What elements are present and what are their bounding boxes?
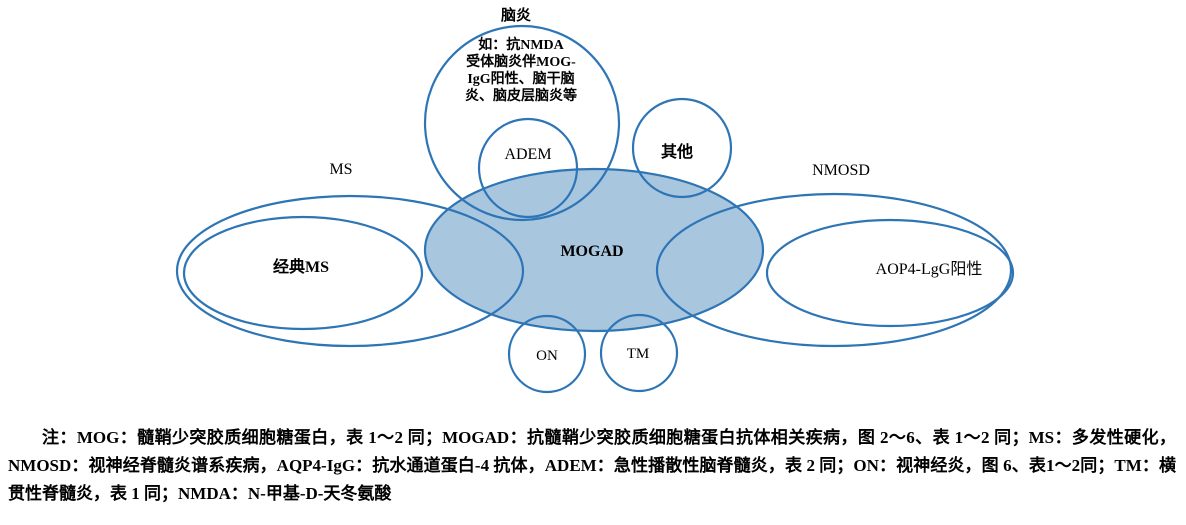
mogad-label: MOGAD [560,243,624,261]
encephalitis-label: 脑炎 [500,7,532,24]
nmosd-outer-ellipse [655,192,1013,348]
mogad-ellipse [423,167,765,333]
tm-circle [599,313,679,393]
other-circle [631,97,733,199]
encephalitis-circle [423,24,621,222]
aqp4-ellipse [765,218,1015,328]
on-label: ON [536,347,558,364]
nmosd-label: NMOSD [812,162,870,180]
ms-outer-ellipse [175,194,525,348]
classic-ms-label: 经典MS [272,259,330,277]
on-circle [507,314,587,394]
aqp4-label: AOP4-LgG阳性 [875,261,983,279]
ms-label: MS [329,161,353,179]
tm-label: TM [626,345,650,362]
other-label: 其他 [660,144,694,162]
adem-circle [477,117,579,219]
encephalitis-detail-text: 如：抗NMDA 受体脑炎伴MOG- IgG阳性、脑干脑 炎、脑皮层脑炎等 [465,38,577,104]
classic-ms-ellipse [182,215,424,331]
adem-label: ADEM [504,146,552,164]
figure-footnote: 注：MOG：髓鞘少突胶质细胞糖蛋白，表 1～2 同；MOGAD：抗髓鞘少突胶质细… [8,428,1176,503]
venn-diagram-canvas [175,24,1015,394]
